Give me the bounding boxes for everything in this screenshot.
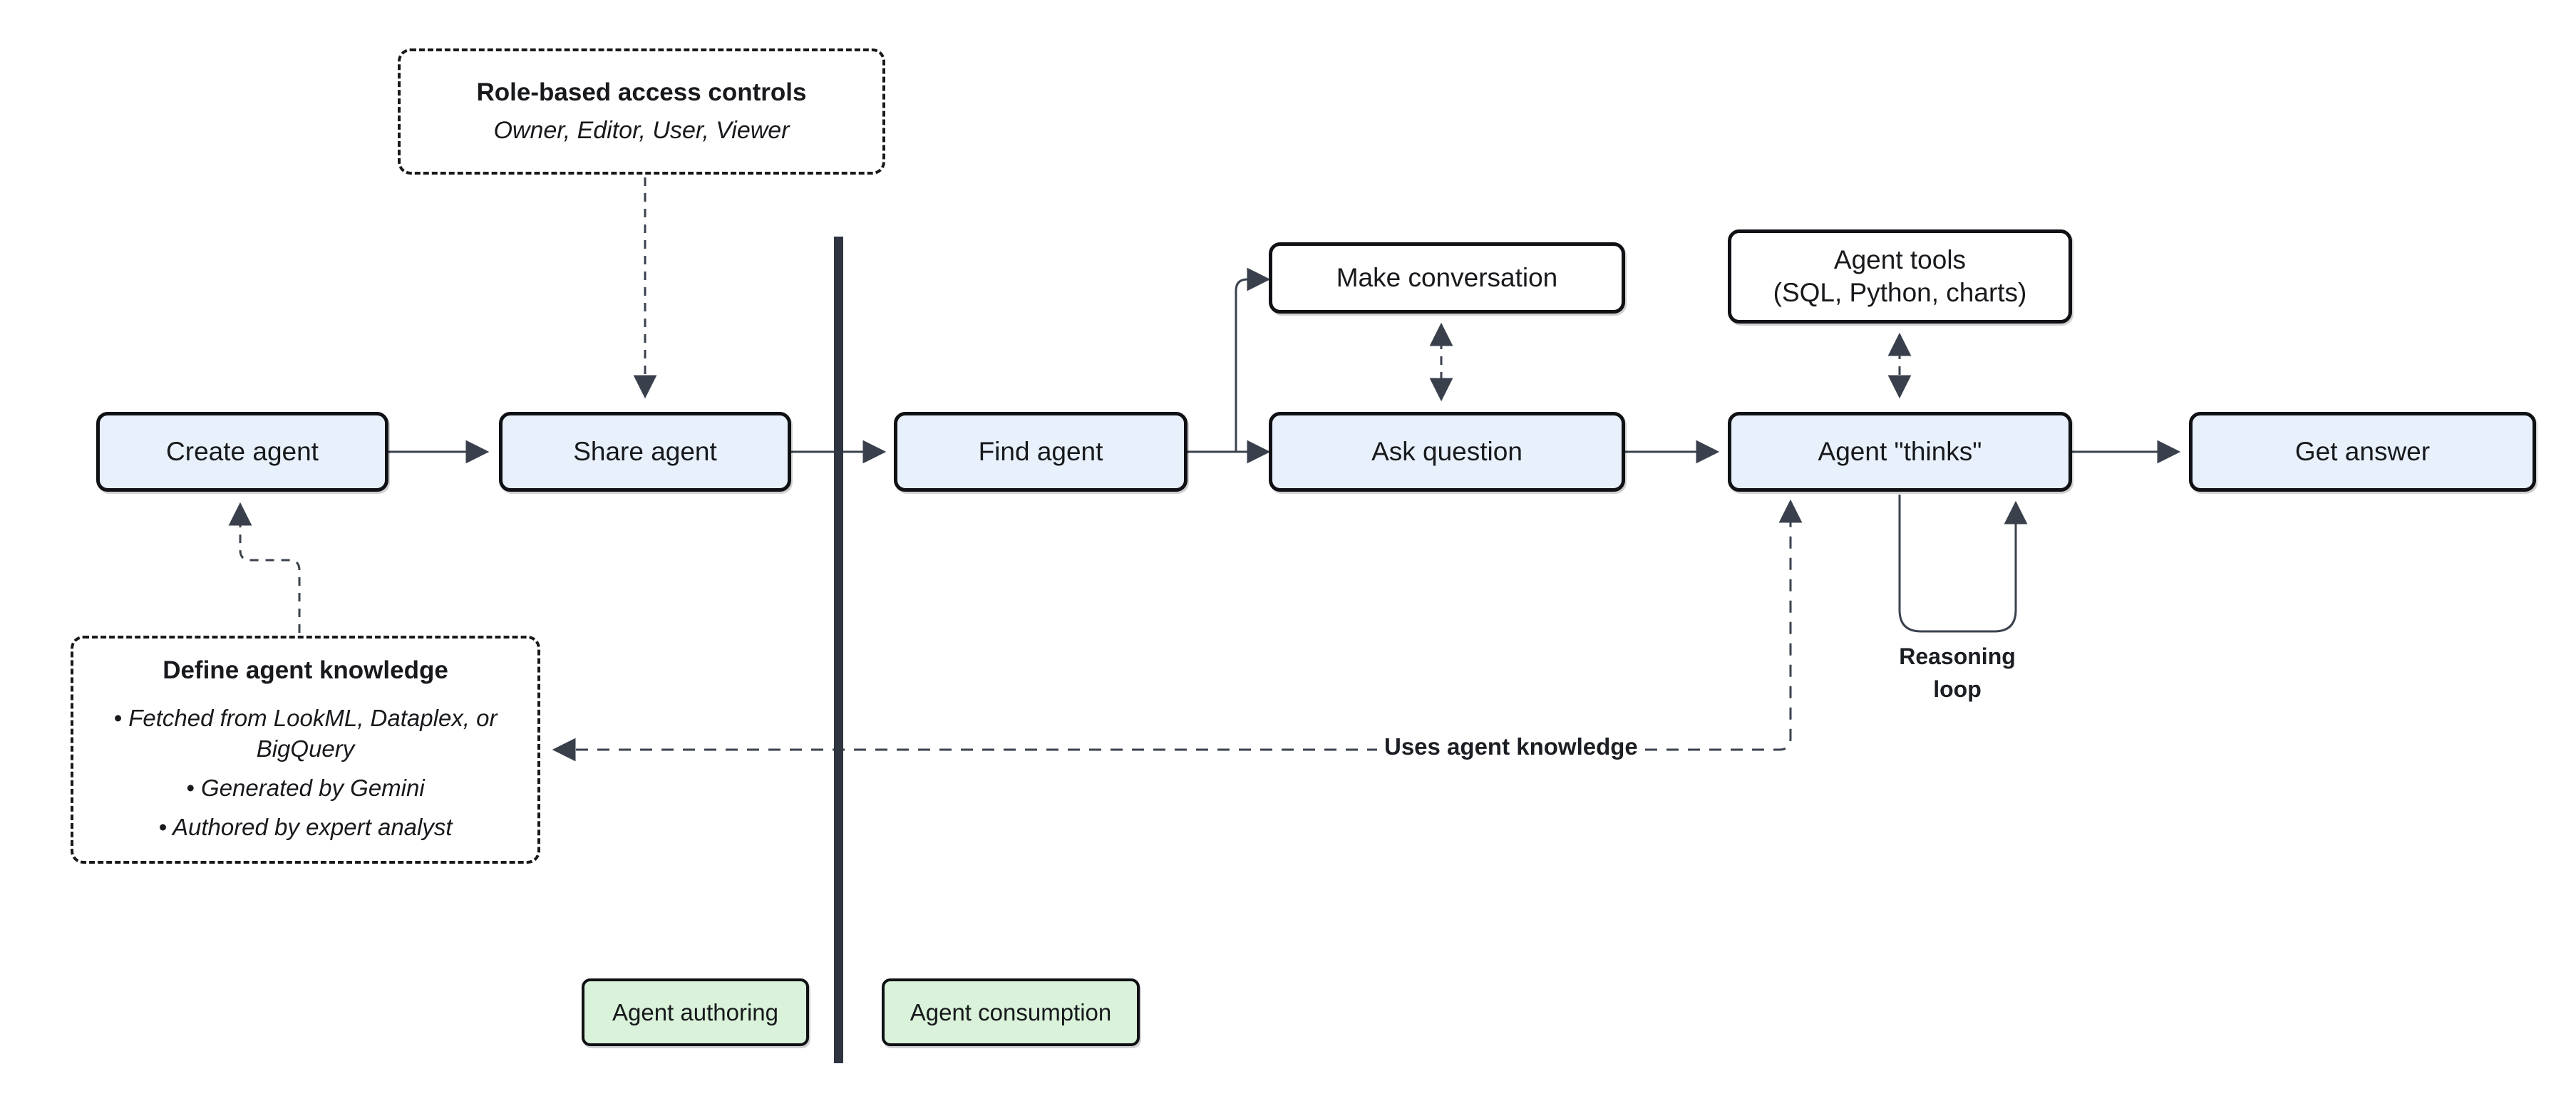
knowledge-bullet: Generated by Gemini [106,773,505,804]
uses-agent-knowledge-label: Uses agent knowledge [1377,733,1645,760]
node-make-conversation: Make conversation [1269,242,1625,314]
lane-label-agent-authoring: Agent authoring [582,978,809,1046]
node-agent-thinks: Agent "thinks" [1728,412,2072,492]
node-get-answer-label: Get answer [2294,436,2431,466]
node-find-agent: Find agent [894,412,1187,492]
knowledge-bullet: Authored by expert analyst [106,812,505,843]
knowledge-bullet-list: Fetched from LookML, Dataplex, or BigQue… [106,695,505,843]
note-role-based-access: Role-based access controls Owner, Editor… [398,48,885,175]
knowledge-bullet: Fetched from LookML, Dataplex, or BigQue… [106,703,505,765]
node-ask-question: Ask question [1269,412,1625,492]
node-agent-tools-line2: (SQL, Python, charts) [1773,278,2027,307]
note-rbac-subtitle: Owner, Editor, User, Viewer [493,117,790,144]
lane-consumption-text: Agent consumption [910,998,1112,1025]
arrow-uses-agent-knowledge [552,499,1803,762]
node-ask-question-label: Ask question [1371,436,1523,466]
arrow-find-to-make-conversation [1235,267,1271,452]
node-get-answer: Get answer [2189,412,2536,492]
node-create-agent-label: Create agent [166,436,319,466]
lane-divider [834,237,843,1063]
node-agent-tools-line1: Agent tools [1833,244,1967,274]
reasoning-loop-arrow [1898,495,2028,633]
lane-authoring-text: Agent authoring [612,998,778,1025]
node-agent-thinks-label: Agent "thinks" [1818,436,1982,466]
node-agent-tools: Agent tools (SQL, Python, charts) [1728,229,2072,324]
node-share-agent-label: Share agent [573,436,717,466]
note-knowledge-title: Define agent knowledge [163,656,448,685]
lane-label-agent-consumption: Agent consumption [882,978,1140,1046]
reasoning-loop-label: Reasoning loop [1899,644,2016,703]
arrow-knowledge-to-create [228,502,301,633]
node-create-agent: Create agent [96,412,388,492]
note-rbac-title: Role-based access controls [476,78,807,106]
node-share-agent: Share agent [499,412,791,492]
note-define-agent-knowledge: Define agent knowledge Fetched from Look… [71,636,540,864]
node-make-conversation-label: Make conversation [1336,262,1558,292]
node-find-agent-label: Find agent [978,436,1103,466]
